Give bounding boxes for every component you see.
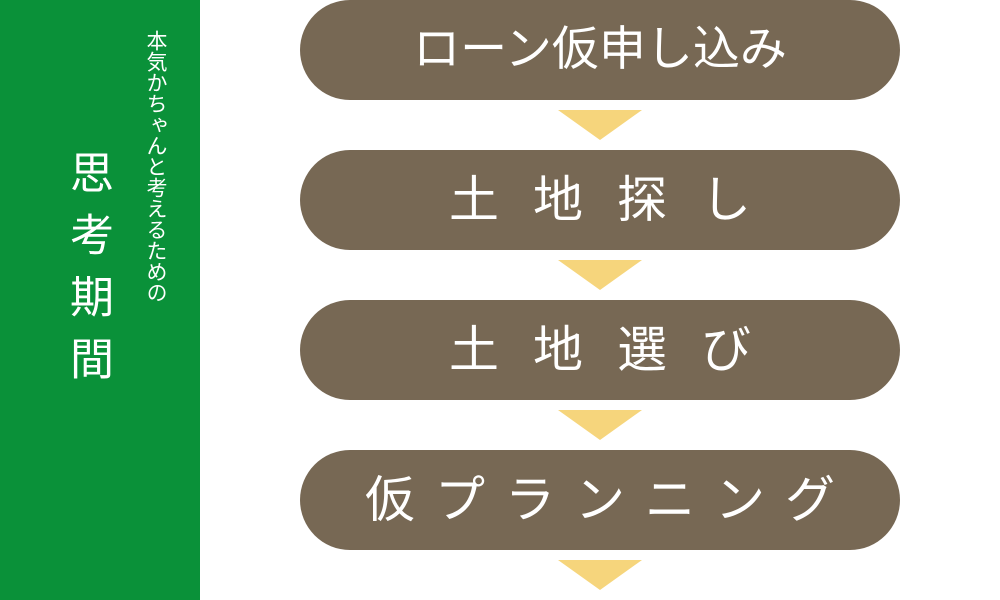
side-panel-subtitle: 本気かちゃんと考えるための	[144, 30, 168, 303]
step-land-selection: 土地選び	[300, 300, 900, 400]
down-arrow-icon	[558, 260, 642, 290]
side-panel: 本気かちゃんと考えるための 思考期間	[0, 0, 200, 600]
step-preliminary-planning: 仮プランニング	[300, 450, 900, 550]
down-arrow-icon	[558, 110, 642, 140]
step-land-search: 土地探し	[300, 150, 900, 250]
down-arrow-icon	[558, 560, 642, 590]
down-arrow-icon	[558, 410, 642, 440]
step-loan-pre-application: ローン仮申し込み	[300, 0, 900, 100]
side-panel-title: 思考期間	[62, 150, 113, 398]
